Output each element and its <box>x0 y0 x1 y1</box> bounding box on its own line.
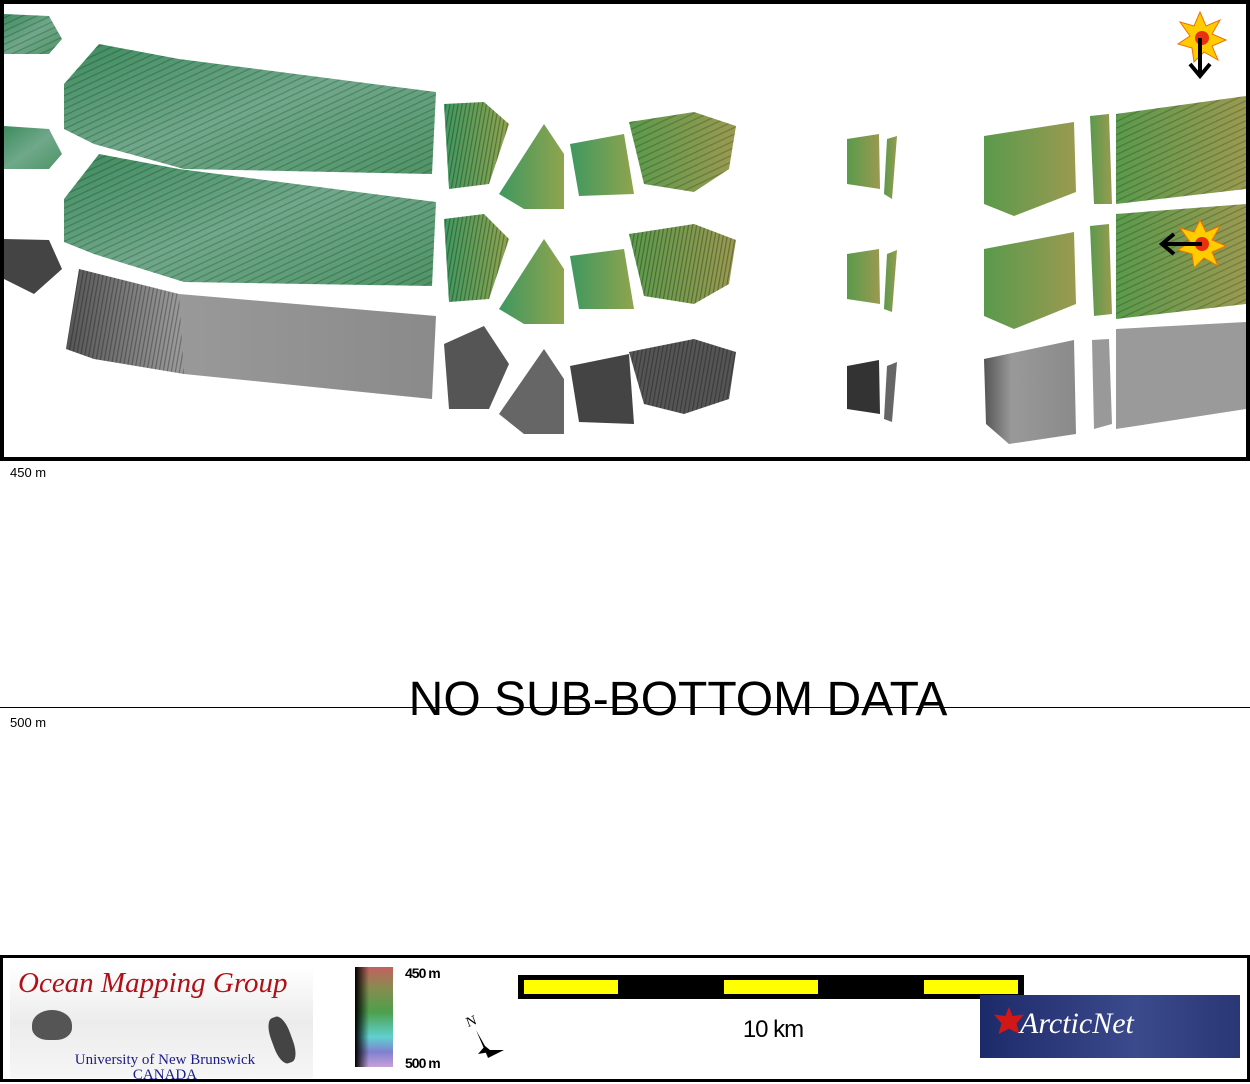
colorbar-top-label: 450 m <box>405 965 441 981</box>
legend-panel: University of New Brunswick CANADA Ocean… <box>0 955 1250 1083</box>
scale-bar-segment <box>524 980 618 994</box>
scale-bar-segment <box>724 980 818 994</box>
arcticnet-logo: ArcticNet <box>980 995 1240 1058</box>
depth-label-top: 450 m <box>10 465 47 480</box>
scale-bar <box>518 975 1024 999</box>
omg-title: Ocean Mapping Group <box>18 967 288 999</box>
depth-colorbar <box>355 967 393 1067</box>
no-sub-bottom-data-text: NO SUB-BOTTOM DATA <box>408 673 948 726</box>
vessel-image <box>264 1014 300 1066</box>
ocean-mapping-group-logo: University of New Brunswick CANADA Ocean… <box>10 966 313 1083</box>
sonar-image <box>32 1010 72 1040</box>
bathymetry-map-panel <box>0 0 1250 461</box>
north-arrow-icon: N <box>458 1006 508 1071</box>
sun-illumination-from-north-icon <box>1176 10 1228 80</box>
scale-bar-segment <box>924 980 1018 994</box>
survey-patches <box>4 10 1246 444</box>
omg-country: CANADA <box>132 1067 198 1083</box>
north-label: N <box>464 1013 479 1031</box>
scale-label: 10 km <box>742 1016 804 1043</box>
omg-university: University of New Brunswick <box>74 1052 256 1068</box>
depth-label-bottom: 500 m <box>10 715 47 730</box>
depth-line <box>0 707 1250 708</box>
sun-illumination-from-east-icon <box>1158 218 1228 270</box>
colorbar-bottom-label: 500 m <box>405 1055 441 1071</box>
